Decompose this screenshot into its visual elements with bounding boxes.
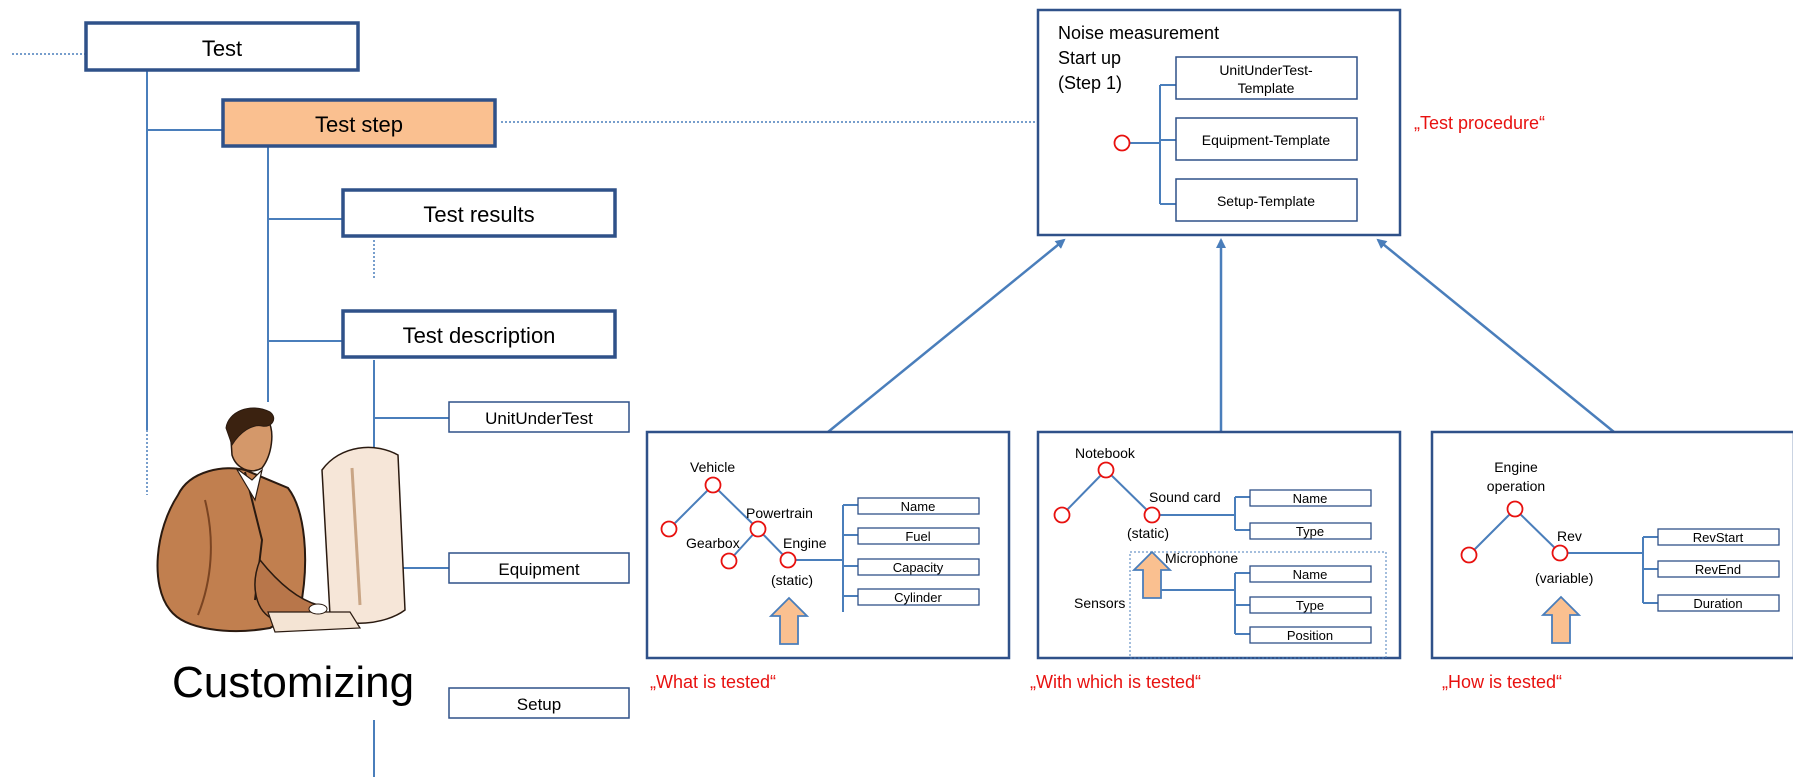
equipment-template-box — [1175, 117, 1358, 161]
setup-template-label: Setup-Template — [1217, 193, 1315, 209]
unit-under-test-label: UnitUnderTest — [485, 409, 593, 428]
engine-operation-line2: operation — [1487, 478, 1545, 494]
with-left-node — [1053, 506, 1071, 524]
how-field-revend: RevEnd — [1695, 562, 1741, 577]
sound-card-label: Sound card — [1149, 489, 1221, 505]
gearbox-label: Gearbox — [686, 535, 740, 551]
what-field-fuel: Fuel — [905, 529, 930, 544]
powertrain-label: Powertrain — [746, 505, 813, 521]
engine-label: Engine — [783, 535, 827, 551]
equipment-box — [448, 552, 630, 584]
microphone-label: Microphone — [1165, 550, 1238, 566]
what-field-box-fuel — [857, 527, 980, 545]
uut-template-box — [1175, 56, 1358, 100]
engine-node — [779, 551, 797, 569]
what-field-box-capacity — [857, 558, 980, 576]
sound-field-type: Type — [1296, 524, 1324, 539]
what-field-cylinder: Cylinder — [894, 590, 942, 605]
vehicle-node — [704, 476, 722, 494]
notebook-node — [1097, 461, 1115, 479]
mic-field-box-position — [1249, 626, 1372, 644]
how-field-box-revend — [1657, 560, 1780, 578]
mic-field-box-name — [1249, 565, 1372, 583]
hierarchy-connectors — [12, 53, 1038, 777]
sound-field-name: Name — [1293, 491, 1328, 506]
engine-operation-line1: Engine — [1494, 459, 1538, 475]
procedure-title: Noise measurement — [1058, 23, 1219, 43]
how-field-revstart: RevStart — [1693, 530, 1744, 545]
what-field-name: Name — [901, 499, 936, 514]
setup-label: Setup — [517, 695, 561, 714]
what-field-box-name — [857, 497, 980, 515]
how-field-box-revstart — [1657, 528, 1780, 546]
test-box — [84, 21, 360, 72]
test-description-label: Test description — [403, 323, 556, 348]
how-is-tested-caption: „How is tested“ — [1442, 672, 1562, 692]
mic-field-name: Name — [1293, 567, 1328, 582]
rev-node — [1551, 544, 1569, 562]
unit-under-test-box — [448, 401, 630, 433]
what-is-tested-caption: „What is tested“ — [650, 672, 776, 692]
how-mode-label: (variable) — [1535, 570, 1593, 586]
mic-field-type: Type — [1296, 598, 1324, 613]
with-which-is-tested-panel — [1036, 430, 1402, 660]
procedure-root-node — [1113, 134, 1131, 152]
with-mode-label: (static) — [1127, 525, 1169, 541]
setup-template-box — [1175, 178, 1358, 222]
customizing-label: Customizing — [172, 658, 414, 707]
what-up-arrow — [768, 596, 810, 645]
equipment-label: Equipment — [498, 560, 580, 579]
notebook-label: Notebook — [1075, 445, 1136, 461]
with-tree-lines — [1061, 469, 1250, 635]
procedure-connectors — [1130, 84, 1176, 205]
what-mode-label: (static) — [771, 572, 813, 588]
what-left-node — [660, 520, 678, 538]
procedure-subtitle: Start up — [1058, 48, 1121, 68]
sound-field-box-type — [1249, 522, 1372, 540]
rev-label: Rev — [1557, 528, 1582, 544]
uut-template-line1: UnitUnderTest- — [1219, 62, 1313, 78]
procedure-step: (Step 1) — [1058, 73, 1122, 93]
vehicle-label: Vehicle — [690, 459, 735, 475]
how-field-box-duration — [1657, 594, 1780, 612]
what-is-tested-panel — [645, 430, 1011, 660]
test-results-box — [341, 188, 617, 238]
test-step-label: Test step — [315, 112, 403, 137]
test-results-label: Test results — [423, 202, 534, 227]
test-procedure-caption: „Test procedure“ — [1414, 113, 1545, 133]
person-at-computer-illustration — [156, 407, 406, 633]
gearbox-node — [720, 552, 738, 570]
test-step-box — [221, 98, 497, 148]
procedure-arrows — [827, 238, 1615, 433]
mic-field-position: Position — [1287, 628, 1333, 643]
how-up-arrow — [1540, 595, 1582, 644]
how-left-node — [1460, 546, 1478, 564]
mic-field-box-type — [1249, 596, 1372, 614]
how-field-duration: Duration — [1693, 596, 1742, 611]
engine-operation-node — [1506, 500, 1524, 518]
what-field-capacity: Capacity — [893, 560, 944, 575]
equipment-template-label: Equipment-Template — [1202, 132, 1331, 148]
test-label: Test — [202, 36, 242, 61]
with-which-is-tested-caption: „With which is tested“ — [1030, 672, 1201, 692]
test-description-box — [341, 309, 617, 359]
sound-field-box-name — [1249, 489, 1372, 507]
sensors-dotted-region — [1129, 551, 1387, 659]
setup-box — [448, 687, 630, 719]
sensors-label: Sensors — [1074, 595, 1125, 611]
uut-template-line2: Template — [1238, 80, 1295, 96]
with-up-arrow — [1131, 550, 1173, 599]
sound-card-node — [1143, 506, 1161, 524]
powertrain-node — [749, 520, 767, 538]
how-tree-lines — [1468, 508, 1658, 604]
what-field-box-cylinder — [857, 588, 980, 606]
